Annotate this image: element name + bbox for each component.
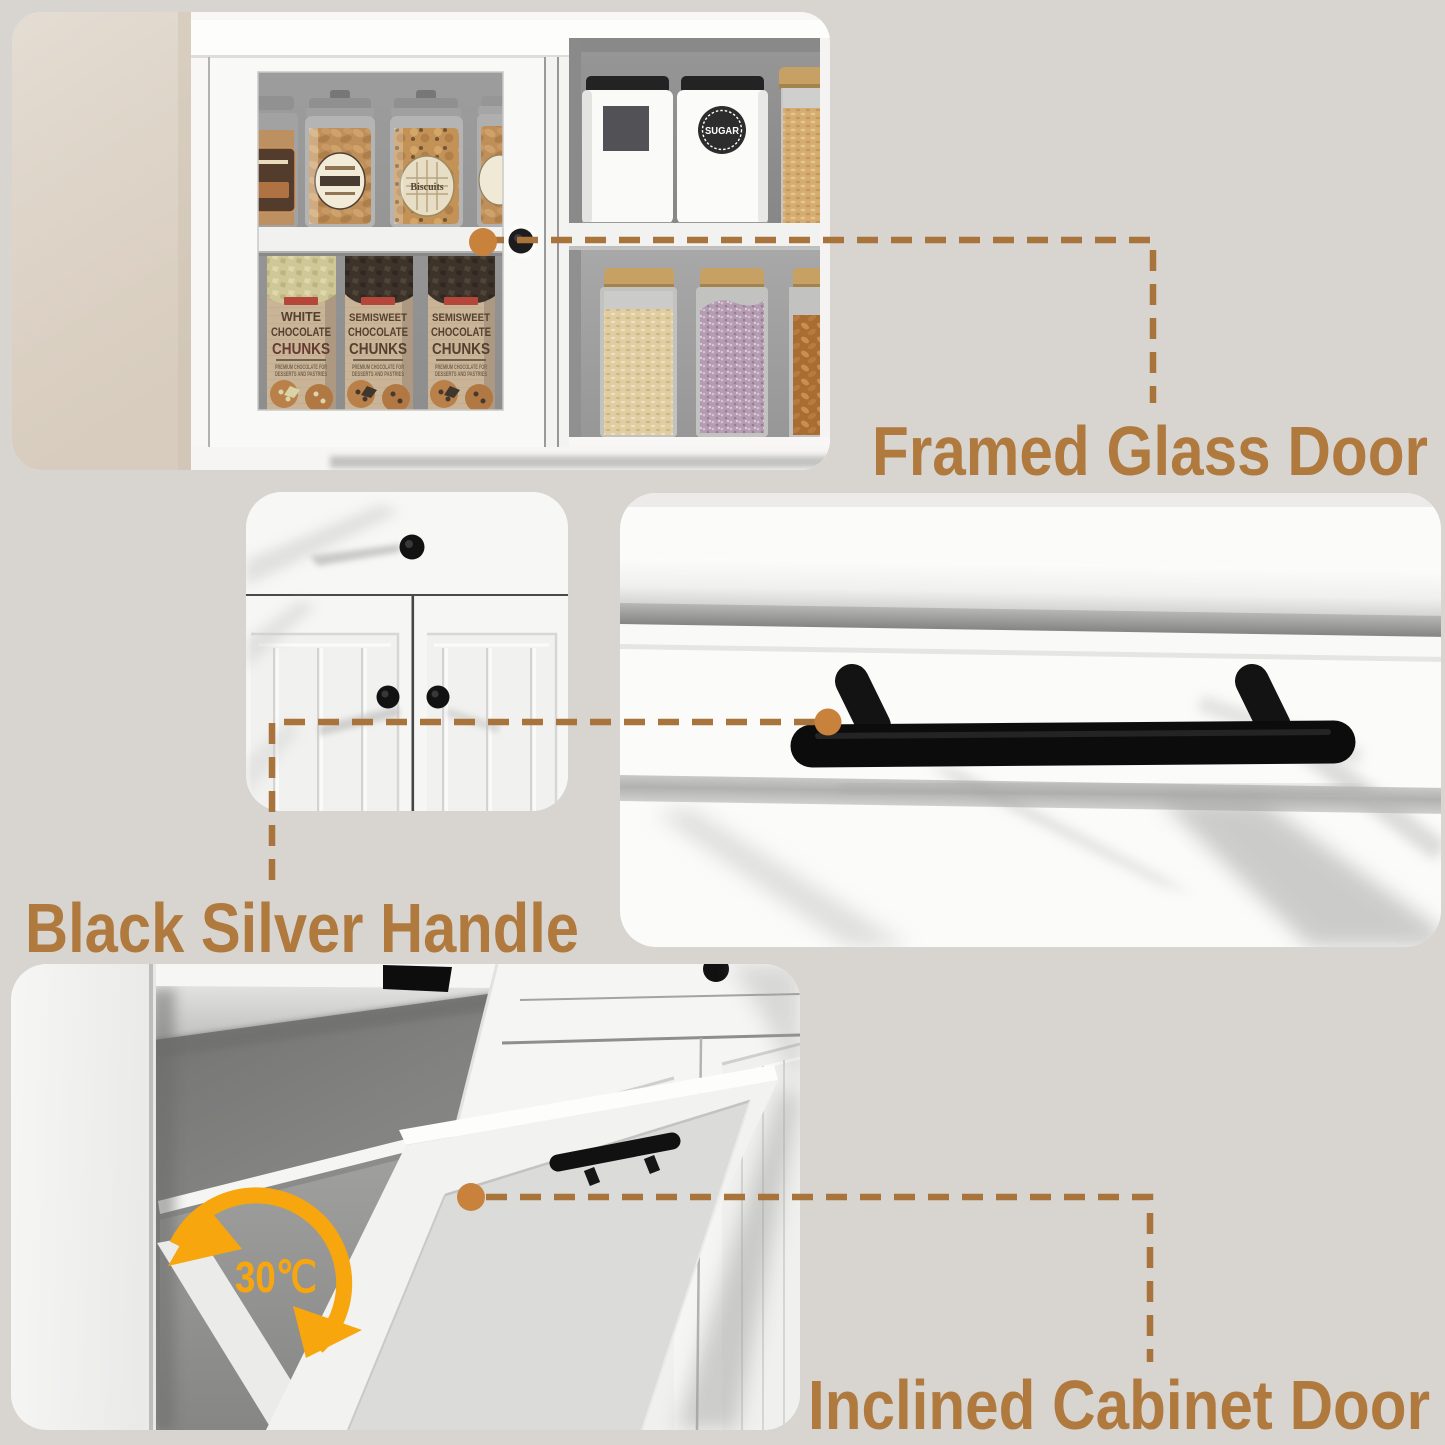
svg-text:SEMISWEET: SEMISWEET <box>432 312 490 324</box>
svg-text:CHOCOLATE: CHOCOLATE <box>271 325 331 339</box>
svg-text:Framed Glass Door: Framed Glass Door <box>872 412 1428 490</box>
svg-text:Black Silver Handle: Black Silver Handle <box>25 889 579 967</box>
svg-text:CHUNKS: CHUNKS <box>349 341 407 358</box>
svg-text:DESSERTS AND PASTRIES: DESSERTS AND PASTRIES <box>275 372 327 378</box>
svg-text:CHUNKS: CHUNKS <box>432 341 490 358</box>
svg-text:Inclined Cabinet Door: Inclined Cabinet Door <box>808 1366 1430 1444</box>
svg-text:SUGAR: SUGAR <box>705 126 740 137</box>
svg-text:CHOCOLATE: CHOCOLATE <box>431 325 491 339</box>
svg-text:WHITE: WHITE <box>281 309 321 324</box>
svg-text:PREMIUM CHOCOLATE FOR: PREMIUM CHOCOLATE FOR <box>435 365 487 371</box>
svg-text:Biscuits: Biscuits <box>410 182 443 193</box>
svg-text:PREMIUM CHOCOLATE FOR: PREMIUM CHOCOLATE FOR <box>352 365 404 371</box>
svg-text:DESSERTS AND PASTRIES: DESSERTS AND PASTRIES <box>352 372 404 378</box>
svg-text:SEMISWEET: SEMISWEET <box>349 312 407 324</box>
svg-text:30℃: 30℃ <box>235 1253 317 1302</box>
svg-text:CHUNKS: CHUNKS <box>272 341 330 358</box>
svg-text:DESSERTS AND PASTRIES: DESSERTS AND PASTRIES <box>435 372 487 378</box>
svg-text:CHOCOLATE: CHOCOLATE <box>348 325 408 339</box>
svg-text:PREMIUM CHOCOLATE FOR: PREMIUM CHOCOLATE FOR <box>275 365 327 371</box>
